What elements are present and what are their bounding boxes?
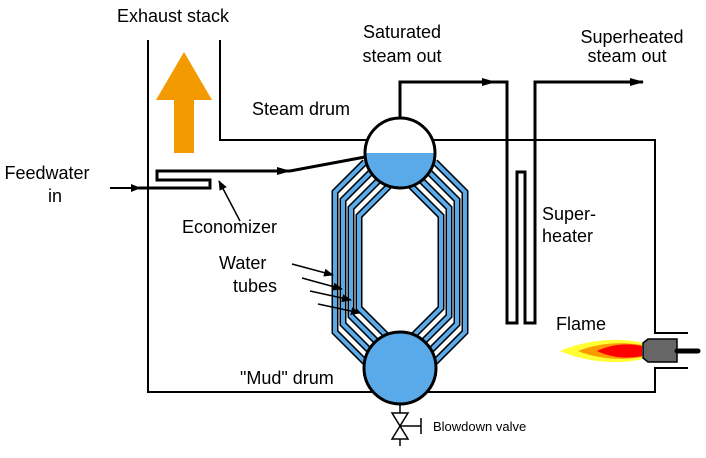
economizer [110, 155, 366, 192]
furnace-walls [147, 40, 688, 393]
mud-drum [362, 330, 438, 406]
label-superheater-line1: Super- [542, 204, 596, 224]
flame-icon [560, 339, 642, 363]
label-blowdown-valve: Blowdown valve [433, 419, 526, 434]
blowdown-valve-icon [390, 404, 422, 446]
label-superheater-line2: heater [542, 226, 593, 246]
label-economizer: Economizer [182, 217, 277, 237]
label-feedwater-line1: Feedwater [4, 163, 89, 183]
water-tube [357, 184, 391, 340]
label-saturated-line1: Saturated [363, 22, 441, 42]
water-tube [349, 176, 383, 348]
label-mud-drum: "Mud" drum [240, 368, 334, 388]
water-tubes-pointers [291, 263, 361, 316]
label-steam-drum: Steam drum [252, 99, 350, 119]
burner-icon [642, 338, 701, 363]
water-tube [417, 176, 451, 348]
economizer-pointer [218, 180, 241, 222]
superheater [398, 78, 644, 325]
water-tube [409, 184, 443, 340]
label-water-tubes-line2: tubes [233, 276, 277, 296]
label-saturated-line2: steam out [362, 46, 441, 66]
label-flame: Flame [556, 314, 606, 334]
exhaust-arrow-icon [156, 52, 212, 153]
water-tube [341, 168, 375, 356]
label-superheated-line2: steam out [587, 46, 666, 66]
water-tube [425, 168, 459, 356]
label-water-tubes-line1: Water [219, 253, 266, 273]
water-tubes [331, 159, 469, 365]
water-tube [433, 160, 467, 364]
steam-drum [363, 116, 437, 190]
water-tube [333, 160, 367, 364]
label-feedwater-line2: in [48, 186, 62, 206]
label-exhaust-stack: Exhaust stack [117, 6, 230, 26]
label-superheated-line1: Superheated [580, 27, 683, 47]
